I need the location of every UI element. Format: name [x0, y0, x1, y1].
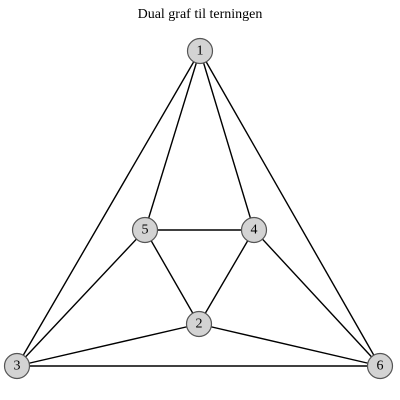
edges-group	[16, 50, 381, 367]
node-circle-4	[240, 216, 268, 244]
edge-4-2	[198, 229, 255, 325]
node-label-3: 3	[14, 359, 21, 374]
nodes-group: 1 2 3 4 5 6	[3, 37, 394, 380]
edge-5-2	[144, 229, 200, 325]
edge-6-4	[253, 229, 381, 367]
node-label-1: 1	[197, 44, 204, 59]
node-label-5: 5	[142, 223, 149, 238]
edge-1-3	[16, 50, 201, 367]
edge-1-5	[144, 50, 201, 231]
node-2: 2	[185, 310, 213, 338]
node-circle-2	[185, 310, 213, 338]
edge-3-5	[16, 229, 146, 367]
node-circle-6	[366, 352, 394, 380]
node-circle-1	[186, 37, 214, 65]
node-label-2: 2	[196, 317, 203, 332]
node-5: 5	[131, 216, 159, 244]
node-circle-5	[131, 216, 159, 244]
node-label-6: 6	[377, 359, 384, 374]
node-6: 6	[366, 352, 394, 380]
node-4: 4	[240, 216, 268, 244]
node-circle-3	[3, 352, 31, 380]
edge-3-2	[16, 323, 200, 367]
node-1: 1	[186, 37, 214, 65]
diagram-title: Dual graf til terningen	[137, 7, 263, 22]
edge-1-4	[199, 50, 255, 231]
edge-6-2	[198, 323, 381, 367]
node-3: 3	[3, 352, 31, 380]
edge-1-6	[199, 50, 381, 367]
node-label-4: 4	[251, 223, 258, 238]
